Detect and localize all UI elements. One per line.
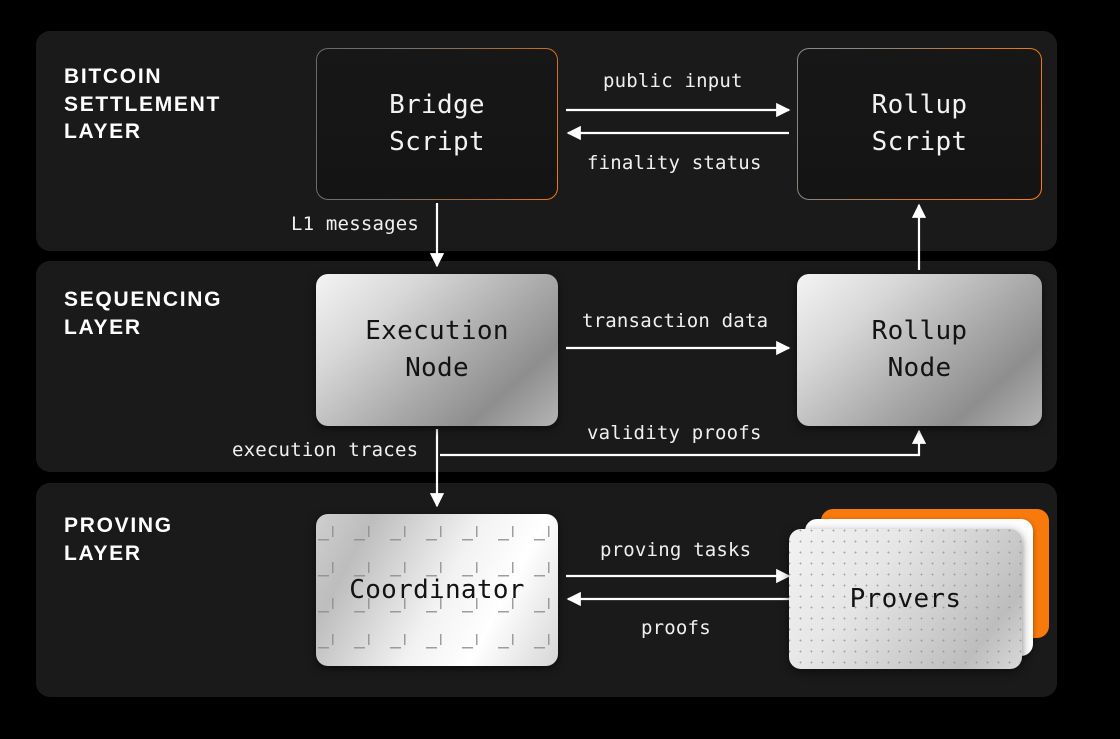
edge-label-validity-proofs: validity proofs [587, 422, 762, 444]
node-bridge-script-label: Bridge Script [389, 90, 485, 157]
edge-label-proving-tasks: proving tasks [600, 539, 752, 561]
layer-title-proving: PROVING LAYER [64, 514, 173, 565]
provers-card-front[interactable]: Provers [789, 529, 1022, 669]
node-provers[interactable]: Provers [789, 509, 1051, 669]
node-rollup-node-label: Rollup Node [871, 316, 968, 383]
node-coordinator-label: Coordinator [349, 574, 525, 605]
edge-label-public-input: public input [603, 70, 743, 92]
node-rollup-script[interactable]: Rollup Script [797, 48, 1042, 200]
node-execution-node-label: Execution Node [365, 316, 509, 383]
edge-label-finality-status: finality status [587, 152, 762, 174]
node-bridge-script[interactable]: Bridge Script [316, 48, 558, 200]
node-provers-label: Provers [849, 584, 962, 614]
edge-label-execution-traces: execution traces [232, 439, 419, 461]
edge-label-transaction-data: transaction data [582, 310, 769, 332]
edge-label-proofs: proofs [641, 617, 711, 639]
layer-title-sequencing: SEQUENCING LAYER [64, 288, 223, 339]
layer-title-settlement: BITCOIN SETTLEMENT LAYER [64, 65, 221, 144]
node-rollup-script-label: Rollup Script [871, 90, 968, 157]
node-coordinator[interactable]: Coordinator [316, 514, 558, 666]
node-execution-node[interactable]: Execution Node [316, 274, 558, 426]
edge-label-l1-messages: L1 messages [291, 213, 420, 235]
node-rollup-node[interactable]: Rollup Node [797, 274, 1042, 426]
